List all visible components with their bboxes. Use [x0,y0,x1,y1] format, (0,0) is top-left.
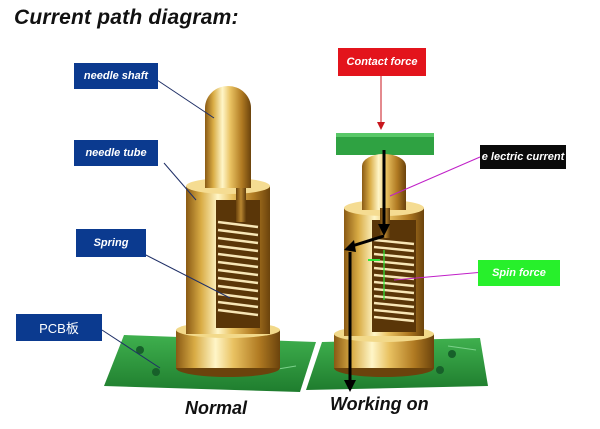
label-electric-current: e lectric current [480,145,566,169]
leader-needle-tube [163,162,197,201]
label-spin-force: Spin force [478,260,560,286]
current-arrowhead-3 [344,380,356,392]
page-title: Current path diagram: [14,6,239,29]
pcb-trace [447,345,477,351]
spring-coils-right [373,238,415,323]
label-needle-shaft: needle shaft [74,63,158,89]
leader-electric-current [389,156,481,197]
leader-spring [143,253,231,299]
label-contact-force: Contact force [338,48,426,76]
caption-working-on: Working on [330,394,429,414]
leader-pcb [101,329,161,369]
leader-spin-force [393,271,485,281]
label-spring: Spring [76,229,146,257]
spring-coils-left [217,220,259,317]
label-pcb: PCB板 [16,314,102,341]
caption-normal: Normal [185,398,248,418]
current-arrowhead-2 [344,240,356,252]
pcb-via [136,346,144,354]
current-arrowhead-1 [378,224,390,236]
pin-normal [176,86,280,377]
pcb-via [152,368,160,376]
current-path-arrows [348,150,386,382]
contact-force-arrowhead [377,122,385,130]
leader-needle-shaft [156,79,215,119]
label-needle-tube: needle tube [74,140,158,166]
pcb-via [436,366,444,374]
pcb-via [448,350,456,358]
